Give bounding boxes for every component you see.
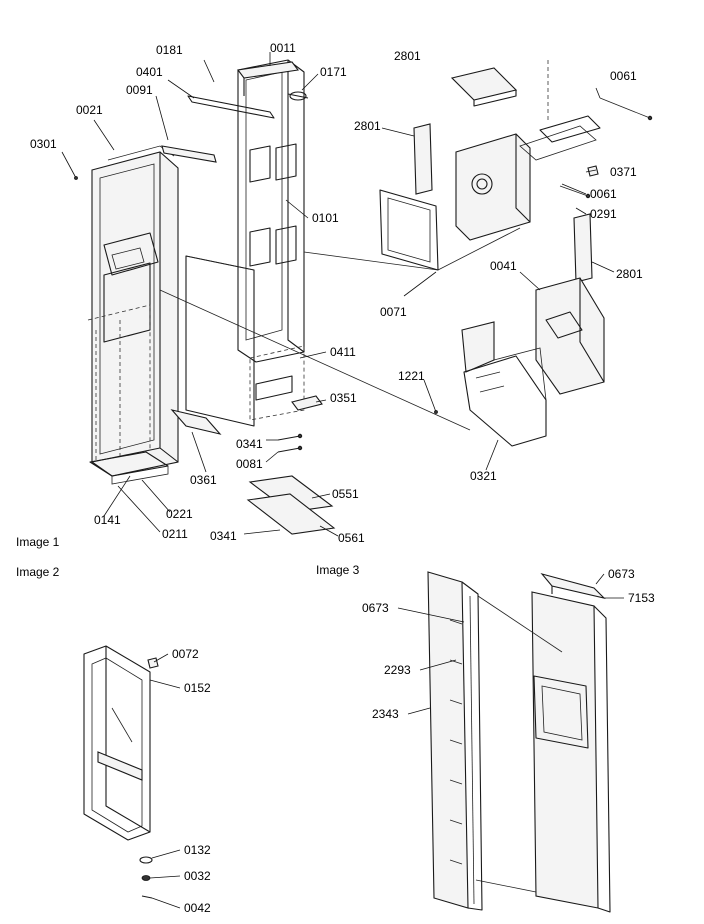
callout-0351: 0351 [330, 391, 357, 405]
callout-0673-top: 0673 [608, 567, 635, 581]
door-handle-bracket-0401 [187, 95, 275, 119]
freezer-door-image2 [83, 645, 151, 841]
callout-0221: 0221 [166, 507, 193, 521]
callout-0361: 0361 [190, 473, 217, 487]
kickplate-0561 [246, 493, 336, 535]
hinge-parts-image2 [139, 657, 159, 899]
hinge-pin-0171 [287, 91, 309, 101]
callout-0181: 0181 [156, 43, 183, 57]
callout-0411: 0411 [330, 345, 356, 359]
callout-0291: 0291 [590, 207, 617, 221]
callout-0032: 0032 [184, 869, 211, 883]
door-liner-dashed [87, 304, 151, 460]
callout-2801-right: 2801 [616, 267, 643, 281]
callout-7153: 7153 [628, 591, 655, 605]
door-seal-panel [185, 255, 255, 427]
callout-0141: 0141 [94, 513, 121, 527]
fresh-food-door-image3 [427, 571, 483, 911]
top-cap-image3 [540, 573, 606, 599]
door-top-trim-0091 [161, 145, 217, 163]
callout-0091: 0091 [126, 83, 153, 97]
bracket-0351 [291, 395, 323, 411]
image3-guide-lines [475, 595, 563, 893]
insulation-2801-right [573, 213, 593, 283]
callout-0401: 0401 [136, 65, 163, 79]
dispenser-frame-0071 [379, 189, 439, 271]
insulation-2801-side [413, 123, 433, 195]
callout-0042: 0042 [184, 901, 211, 915]
upper-hinge-0011 [237, 61, 299, 96]
callout-2801-top: 2801 [394, 49, 421, 63]
caption-image-2: Image 2 [16, 565, 60, 579]
seal-strip-0361 [170, 409, 222, 435]
dispenser-recess [103, 232, 159, 343]
fresh-food-door-frame [237, 59, 305, 363]
caption-image-3: Image 3 [316, 563, 360, 577]
callout-0072: 0072 [172, 647, 199, 661]
caption-image-1: Image 1 [16, 535, 60, 549]
callout-0011: 0011 [270, 41, 296, 55]
callout-0171: 0171 [320, 65, 347, 79]
assembly-guide-lines [159, 227, 521, 431]
callout-0081: 0081 [236, 457, 263, 471]
small-panel-0411 [249, 345, 305, 421]
callout-0371: 0371 [610, 165, 637, 179]
image-captions: Image 1 Image 2 Image 3 [16, 535, 360, 579]
door-bottom-trim [89, 451, 169, 485]
callout-0132: 0132 [184, 843, 211, 857]
leader-lines [61, 52, 624, 909]
callout-0301: 0301 [30, 137, 57, 151]
callout-0041: 0041 [490, 259, 517, 273]
callout-0673-side: 0673 [362, 601, 389, 615]
callout-2293: 2293 [384, 663, 411, 677]
dispenser-panel-0321 [461, 321, 547, 447]
callout-labels: 0011 0181 0171 0401 0091 0021 0301 0101 … [30, 41, 655, 915]
callout-0071: 0071 [380, 305, 407, 319]
callout-0561: 0561 [338, 531, 365, 545]
freezer-door-outer-panel [91, 145, 179, 477]
callout-0341-upper: 0341 [236, 437, 263, 451]
callout-0211: 0211 [162, 527, 188, 541]
callout-0061-mid: 0061 [590, 187, 617, 201]
callout-0101: 0101 [312, 211, 339, 225]
screws-0061 [547, 60, 653, 199]
freezer-door-image3 [531, 591, 611, 913]
callout-0061-top: 0061 [610, 69, 637, 83]
callout-0341-lower: 0341 [210, 529, 237, 543]
callout-0551: 0551 [332, 487, 359, 501]
dispenser-housing [455, 115, 601, 241]
callout-2801-side: 2801 [354, 119, 381, 133]
callout-0321: 0321 [470, 469, 497, 483]
callout-2343: 2343 [372, 707, 399, 721]
dispenser-cover-0041 [535, 277, 605, 395]
callout-0021: 0021 [76, 103, 103, 117]
insulation-2801-top [450, 67, 518, 107]
callout-0152: 0152 [184, 681, 211, 695]
screws-0341-0081 [277, 433, 303, 453]
callout-1221: 1221 [398, 369, 425, 383]
